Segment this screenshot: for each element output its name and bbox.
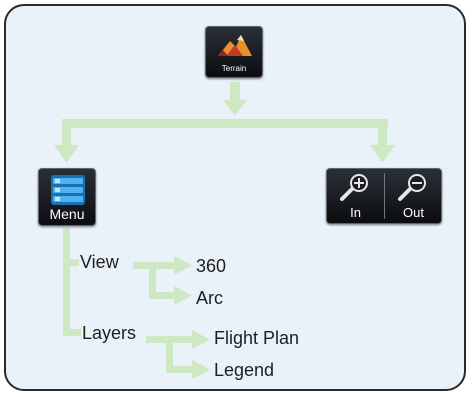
layers-option-flight-plan: Flight Plan <box>214 328 300 348</box>
zoom-in-icon <box>340 174 368 201</box>
menu-list-icon <box>51 175 85 205</box>
connector-layers-branch <box>63 329 81 336</box>
zoom-in-label: In <box>350 205 361 220</box>
connector-terrain-stem <box>230 82 240 104</box>
zoom-out-button[interactable]: Out <box>385 169 442 223</box>
zoom-divider <box>384 173 385 219</box>
zoom-in-button[interactable]: In <box>327 169 384 223</box>
connector-view-360 <box>149 262 177 269</box>
connector-layers-split <box>166 336 173 372</box>
connector-view-branch <box>63 259 79 266</box>
connector-view-arc <box>149 292 177 299</box>
arrow-layers-flightplan <box>192 330 210 349</box>
arrow-zoom-down <box>370 145 395 163</box>
arrow-view-360 <box>174 256 192 275</box>
connector-bus <box>62 119 388 128</box>
connector-layers-legend <box>166 366 194 373</box>
connector-tree-trunk <box>63 228 70 336</box>
terrain-button[interactable]: Terrain <box>205 26 263 78</box>
menu-item-view: View <box>80 252 119 272</box>
view-option-arc: Arc <box>196 288 223 308</box>
connector-zoom-stem <box>378 119 387 149</box>
zoom-out-icon <box>398 174 426 201</box>
zoom-out-label: Out <box>403 205 424 220</box>
zoom-button-group: In Out <box>326 168 442 224</box>
connector-layers-flightplan <box>166 336 194 343</box>
menu-button[interactable]: Menu <box>38 168 96 226</box>
view-option-360: 360 <box>196 256 227 276</box>
connector-layers-out <box>146 336 172 343</box>
connector-view-split <box>149 262 156 298</box>
arrow-menu-down <box>54 145 79 163</box>
arrow-layers-legend <box>192 360 210 379</box>
layers-option-legend: Legend <box>214 360 275 380</box>
connector-view-out <box>133 262 155 269</box>
terrain-icon <box>218 35 252 56</box>
connector-menu-stem <box>62 119 71 149</box>
menu-item-layers: Layers <box>82 323 137 343</box>
terrain-button-label: Terrain <box>221 64 247 73</box>
arrow-view-arc <box>174 286 192 305</box>
menu-button-label: Menu <box>49 206 85 222</box>
arrow-terrain-down <box>223 100 247 116</box>
